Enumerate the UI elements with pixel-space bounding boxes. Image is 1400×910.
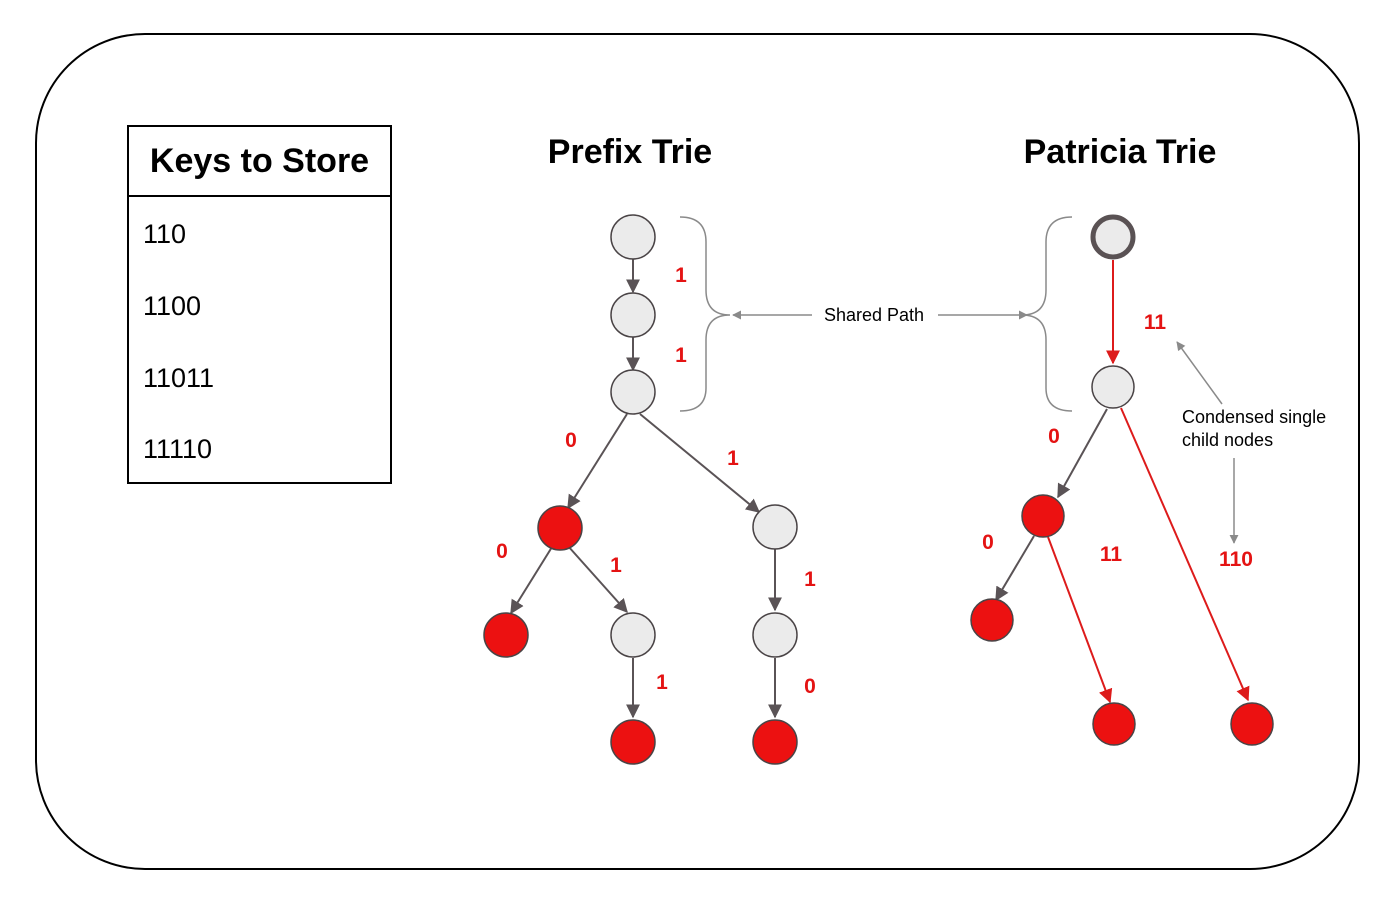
prefix-trie-title: Prefix Trie	[548, 133, 712, 171]
patricia-terminal-node	[1021, 494, 1065, 538]
patricia-terminal-node	[1092, 702, 1136, 746]
prefix-node	[752, 504, 798, 550]
prefix-edge-label: 1	[675, 344, 687, 367]
prefix-edge-label: 1	[727, 447, 739, 470]
prefix-node	[610, 292, 656, 338]
patricia-terminal-node	[1230, 702, 1274, 746]
condensed-note-line2: child nodes	[1182, 430, 1273, 450]
condensed-note-arrow-up	[1176, 341, 1223, 405]
patricia-edge-label: 0	[982, 531, 994, 554]
key-row: 110	[143, 219, 187, 249]
prefix-node	[610, 369, 656, 415]
patricia-root-node	[1090, 214, 1136, 260]
prefix-edge	[639, 413, 761, 513]
key-row: 11011	[143, 363, 215, 393]
shared-path-brace-left	[679, 216, 731, 412]
key-row: 11110	[143, 434, 213, 464]
prefix-node	[610, 612, 656, 658]
shared-path-label: Shared Path	[824, 305, 924, 325]
prefix-terminal-node	[752, 719, 798, 765]
patricia-condensed-edge	[1120, 407, 1250, 702]
prefix-node	[610, 214, 656, 260]
prefix-edge-label: 0	[804, 675, 816, 698]
prefix-edge-label: 1	[675, 264, 687, 287]
prefix-terminal-node	[610, 719, 656, 765]
patricia-condensed-edge	[1047, 536, 1113, 704]
patricia-trie-title: Patricia Trie	[1024, 133, 1217, 171]
prefix-edge-label: 1	[804, 568, 816, 591]
patricia-edge-label: 11	[1144, 311, 1167, 334]
prefix-edge	[510, 546, 553, 615]
patricia-edge-label: 0	[1048, 425, 1060, 448]
keys-table: Keys to Store 110 1100 11011 11110	[127, 125, 392, 484]
patricia-edge-label: 11	[1100, 543, 1123, 566]
patricia-terminal-node	[970, 598, 1014, 642]
patricia-node	[1091, 365, 1135, 409]
prefix-edge	[567, 413, 628, 510]
prefix-edge-label: 1	[656, 671, 668, 694]
condensed-note-line1: Condensed single	[1182, 407, 1326, 427]
shared-path-brace-right	[1021, 216, 1073, 412]
prefix-edge-label: 0	[496, 540, 508, 563]
patricia-edge	[995, 535, 1035, 602]
keys-table-header: Keys to Store	[129, 127, 390, 197]
prefix-edge-label: 1	[610, 554, 622, 577]
prefix-edge	[567, 545, 628, 614]
prefix-terminal-node	[537, 505, 583, 551]
key-row: 1100	[143, 291, 202, 321]
prefix-edge-label: 0	[565, 429, 577, 452]
prefix-node	[752, 612, 798, 658]
prefix-terminal-node	[483, 612, 529, 658]
patricia-edge-label: 110	[1219, 548, 1253, 571]
patricia-edge	[1057, 408, 1108, 499]
